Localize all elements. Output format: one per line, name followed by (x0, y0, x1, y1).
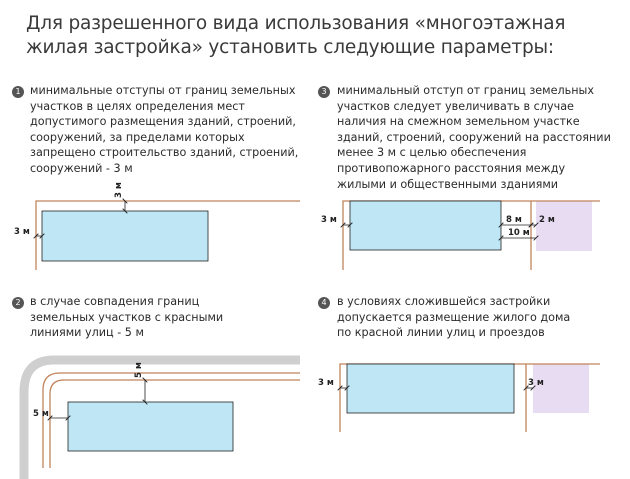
item-3-number: 3 (318, 86, 330, 98)
item-4-number: 4 (318, 297, 330, 309)
dim-label-left: 3 м (14, 227, 30, 237)
red-line-boundary-2 (49, 379, 300, 468)
diagram-1: 3 м 3 м (14, 182, 300, 270)
item-3-text: минимальный отступ от границ земельных у… (337, 84, 611, 191)
red-line-boundary-1 (42, 372, 300, 468)
building (346, 363, 515, 414)
dim-label-8m: 8 м (506, 215, 522, 225)
item-4-text: в условиях сложившейся застройки допуска… (337, 295, 571, 340)
dim-label-top: 5 м (134, 362, 144, 378)
plot-boundary (35, 200, 300, 270)
item-1-text: минимальные отступы от границ земельных … (30, 84, 299, 175)
street-edge (19, 355, 300, 479)
neighbor-building (536, 201, 592, 251)
dim-label-10m: 10 м (508, 228, 530, 238)
building (41, 210, 209, 262)
building (349, 200, 502, 251)
dim-label-left: 3 м (321, 215, 337, 225)
diagram-3: 3 м 8 м 2 м 10 м (321, 200, 600, 270)
dim-label-left: 3 м (318, 378, 334, 388)
diagram-2: 5 м 5 м (19, 355, 300, 479)
neighbor-building (533, 364, 589, 413)
item-2-text: в случае совпадения границ земельных уча… (30, 295, 224, 340)
dim-label-right: 3 м (528, 378, 544, 388)
building (67, 401, 234, 452)
plot-boundary (342, 200, 600, 270)
diagram-4: 3 м 3 м (318, 363, 600, 432)
dim-label-left: 5 м (33, 409, 49, 419)
item-2-number: 2 (12, 297, 24, 309)
dim-label-top: 3 м (114, 182, 124, 198)
dim-label-2m: 2 м (539, 215, 555, 225)
page-title: Для разрешенного вида использования «мно… (26, 13, 566, 58)
item-1-number: 1 (12, 86, 24, 98)
